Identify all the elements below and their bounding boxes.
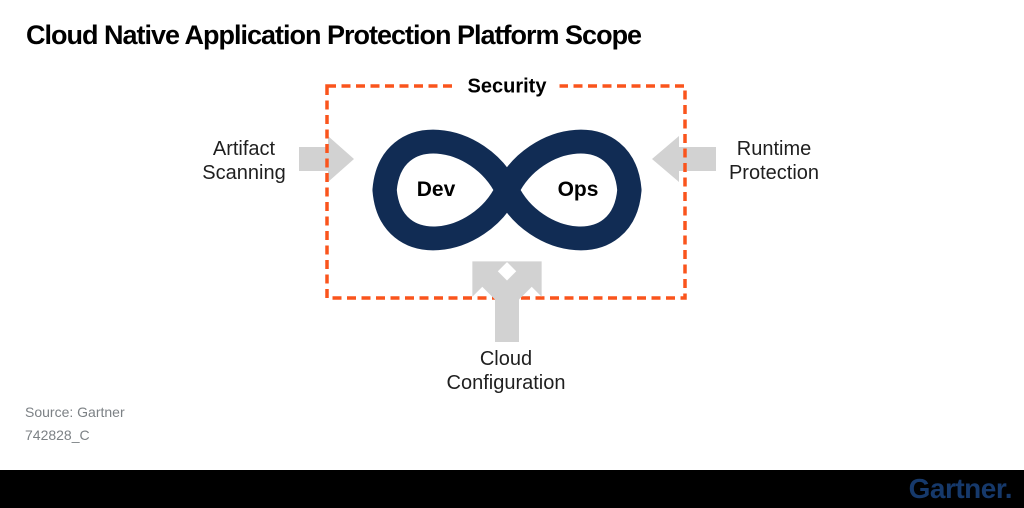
document-id: 742828_C bbox=[25, 427, 90, 443]
runtime-protection-label: Runtime Protection bbox=[729, 137, 819, 185]
brand-bar: Gartner. bbox=[0, 470, 1024, 508]
dev-label: Dev bbox=[416, 178, 456, 201]
security-label: Security bbox=[454, 75, 560, 99]
cloud-configuration-line1: Cloud bbox=[479, 348, 533, 370]
cloud-configuration-line2: Configuration bbox=[446, 372, 566, 394]
cloud-configuration-arrow-icon bbox=[472, 261, 542, 342]
runtime-protection-arrow-icon bbox=[652, 136, 716, 182]
source-attribution: Source: Gartner bbox=[25, 404, 125, 420]
artifact-scanning-line2: Scanning bbox=[202, 162, 286, 184]
artifact-scanning-line1: Artifact bbox=[212, 138, 276, 160]
runtime-protection-line2: Protection bbox=[728, 162, 820, 184]
gartner-logo: Gartner. bbox=[908, 473, 1013, 504]
runtime-protection-line1: Runtime bbox=[736, 138, 812, 160]
devops-infinity-loop-icon bbox=[372, 129, 642, 251]
ops-label: Ops bbox=[557, 178, 599, 201]
page-title: Cloud Native Application Protection Plat… bbox=[26, 20, 642, 50]
cloud-configuration-label: Cloud Configuration bbox=[447, 347, 566, 395]
artifact-scanning-label: Artifact Scanning bbox=[202, 137, 285, 185]
